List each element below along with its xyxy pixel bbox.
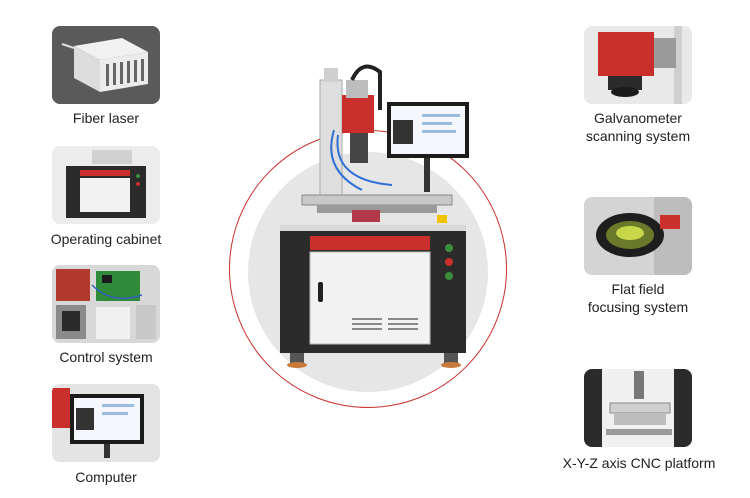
fiber-laser-thumb — [52, 26, 160, 104]
cnc-platform-image — [584, 369, 692, 447]
flat-field-label-line2: focusing system — [587, 299, 689, 315]
flat-field-thumb — [584, 197, 692, 275]
cnc-platform-label: X-Y-Z axis CNC platform — [548, 454, 730, 472]
flat-field-label: Flat field focusing system — [568, 280, 708, 316]
computer-label: Computer — [75, 469, 137, 485]
galvanometer-thumb — [584, 26, 692, 104]
operating-cabinet-thumb — [52, 146, 160, 224]
computer-thumb — [52, 384, 160, 462]
galvanometer-label-line2: scanning system — [585, 128, 691, 144]
galvanometer-label-line1: Galvanometer — [594, 110, 682, 126]
operating-cabinet-label: Operating cabinet — [50, 231, 162, 247]
cnc-platform-label-line1: X-Y-Z axis CNC platform — [562, 455, 716, 471]
galvanometer-label: Galvanometer scanning system — [568, 109, 708, 145]
computer-image — [52, 384, 160, 462]
control-system-image — [52, 265, 160, 343]
fiber-laser-label: Fiber laser — [72, 110, 140, 126]
flat-field-label-line1: Flat field — [611, 281, 665, 297]
fiber-laser-image — [52, 26, 160, 104]
operating-cabinet-image — [52, 146, 160, 224]
laser-welding-machine-image — [280, 64, 469, 368]
flat-field-lens-image — [584, 197, 692, 275]
control-system-thumb — [52, 265, 160, 343]
cnc-platform-thumb — [584, 369, 692, 447]
galvanometer-image — [584, 26, 692, 104]
control-system-label: Control system — [59, 349, 153, 365]
